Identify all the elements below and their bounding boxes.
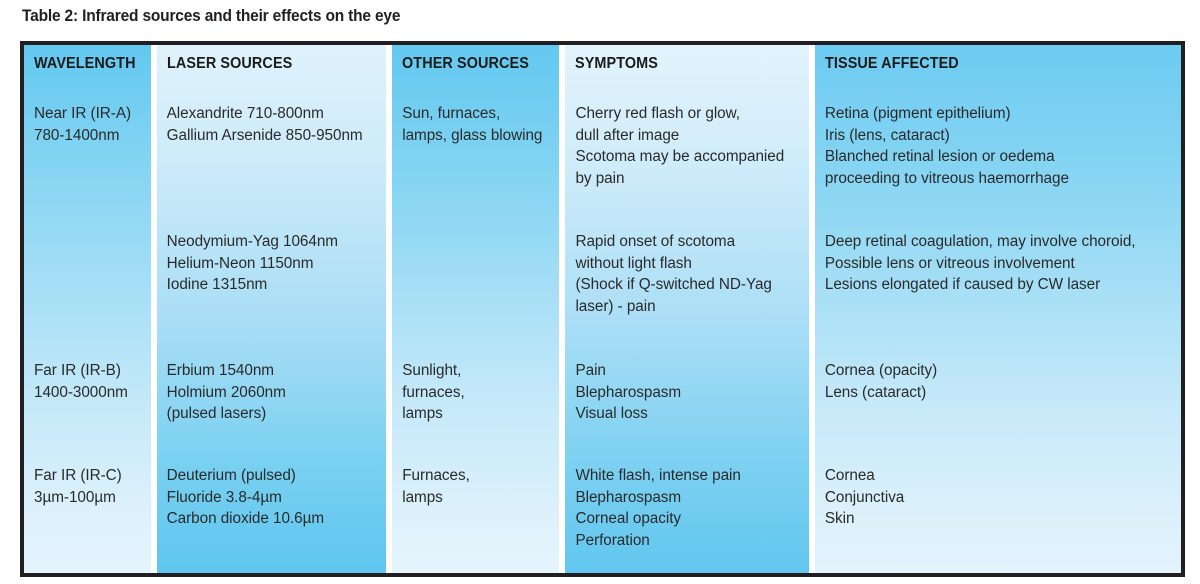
column-other-sources-inner: OTHER SOURCES	[392, 45, 559, 573]
cell-line: Sunlight,	[402, 362, 462, 379]
cell-line: Helium-Neon 1150nm	[166, 254, 314, 272]
column-symptoms: SYMPTOMS Cherry red flash or glow, dull …	[565, 45, 809, 573]
cell-line: Deuterium (pulsed)	[166, 467, 296, 484]
cell-line: Iris (lens, cataract)	[824, 126, 950, 144]
cell-other-row3: Sunlight, furnaces, lamps	[402, 360, 555, 425]
cell-line: (Shock if Q-switched ND-Yag	[575, 276, 772, 293]
cell-symptoms-row2: Rapid onset of scotoma without light fla…	[575, 231, 804, 317]
cell-other-row1: Sun, furnaces, lamps, glass blowing	[402, 103, 555, 146]
cell-line: Lesions elongated if caused by CW laser	[824, 276, 1101, 293]
column-other-sources: OTHER SOURCES Sun, furnaces, lamps, glas…	[392, 45, 560, 573]
cell-line: Far IR (IR-B)	[34, 362, 121, 379]
cell-line: Near IR (IR-A)	[34, 105, 132, 122]
column-wavelength-inner: WAVELENGTH	[24, 45, 151, 573]
column-symptoms-inner: SYMPTOMS	[565, 45, 808, 573]
cell-line: Conjunctiva	[824, 488, 905, 506]
cell-line: Deep retinal coagulation, may involve ch…	[824, 233, 1136, 250]
cell-line: Pain	[575, 362, 606, 379]
cell-line: Possible lens or vitreous involvement	[824, 254, 1075, 272]
cell-line: laser) - pain	[575, 297, 656, 315]
cell-line: 3µm-100µm	[34, 488, 116, 506]
cell-line: Gallium Arsenide 850-950nm	[166, 126, 363, 144]
cell-line: Lens (cataract)	[824, 383, 927, 401]
cell-other-row4: Furnaces, lamps	[402, 465, 555, 508]
cell-line: without light flash	[575, 254, 692, 272]
cell-line: by pain	[575, 169, 625, 187]
cell-tissue-row4: Cornea Conjunctiva Skin	[825, 465, 1177, 530]
cell-line: Corneal opacity	[575, 510, 681, 527]
cell-tissue-row1: Retina (pigment epithelium) Iris (lens, …	[825, 103, 1177, 189]
cell-line: Alexandrite 710-800nm	[166, 105, 324, 122]
cell-tissue-row3: Cornea (opacity) Lens (cataract)	[825, 360, 1177, 403]
column-header-symptoms: SYMPTOMS	[575, 55, 659, 72]
cell-line: Cherry red flash or glow,	[575, 105, 740, 122]
cell-line: Sun, furnaces,	[402, 105, 501, 122]
column-header-tissue-affected: TISSUE AFFECTED	[824, 55, 959, 72]
column-header-wavelength: WAVELENGTH	[34, 55, 136, 72]
cell-line: Blanched retinal lesion or oedema	[824, 148, 1055, 165]
cell-laser-row3: Erbium 1540nm Holmium 2060nm (pulsed las…	[167, 360, 383, 425]
cell-laser-row4: Deuterium (pulsed) Fluoride 3.8-4µm Carb…	[167, 465, 383, 530]
cell-line: Erbium 1540nm	[166, 362, 274, 379]
cell-wavelength-row1: Near IR (IR-A) 780-1400nm	[34, 103, 147, 146]
cell-symptoms-row4: White flash, intense pain Blepharospasm …	[575, 465, 804, 551]
cell-line: lamps	[402, 488, 443, 506]
column-tissue-affected-inner: TISSUE AFFECTED	[815, 45, 1181, 573]
cell-line: Iodine 1315nm	[166, 276, 268, 293]
cell-line: Skin	[824, 510, 855, 527]
column-wavelength: WAVELENGTH Near IR (IR-A) 780-1400nm Far…	[24, 45, 151, 573]
cell-wavelength-row4: Far IR (IR-C) 3µm-100µm	[34, 465, 147, 508]
cell-line: lamps	[402, 405, 443, 422]
cell-line: Visual loss	[575, 405, 648, 422]
cell-wavelength-row3: Far IR (IR-B) 1400-3000nm	[34, 360, 147, 403]
cell-line: Rapid onset of scotoma	[575, 233, 736, 250]
cell-line: proceeding to vitreous haemorrhage	[824, 169, 1069, 187]
cell-line: White flash, intense pain	[575, 467, 741, 484]
cell-line: Perforation	[575, 531, 650, 549]
cell-line: Blepharospasm	[575, 383, 682, 401]
cell-line: Blepharospasm	[575, 488, 682, 506]
table-columns: WAVELENGTH Near IR (IR-A) 780-1400nm Far…	[24, 45, 1181, 573]
cell-line: 1400-3000nm	[34, 383, 128, 401]
cell-line: Furnaces,	[402, 467, 470, 484]
cell-tissue-row2: Deep retinal coagulation, may involve ch…	[825, 231, 1177, 296]
cell-line: Holmium 2060nm	[166, 383, 286, 401]
cell-laser-row1: Alexandrite 710-800nm Gallium Arsenide 8…	[167, 103, 383, 146]
cell-line: lamps, glass blowing	[402, 126, 543, 144]
cell-line: Neodymium-Yag 1064nm	[166, 233, 338, 250]
column-header-laser-sources: LASER SOURCES	[166, 55, 293, 72]
infrared-sources-table: WAVELENGTH Near IR (IR-A) 780-1400nm Far…	[20, 41, 1185, 577]
column-header-other-sources: OTHER SOURCES	[402, 55, 530, 72]
column-laser-sources-inner: LASER SOURCES	[157, 45, 387, 573]
cell-symptoms-row1: Cherry red flash or glow, dull after ima…	[575, 103, 804, 189]
cell-line: (pulsed lasers)	[166, 405, 267, 422]
column-tissue-affected: TISSUE AFFECTED Retina (pigment epitheli…	[814, 45, 1181, 573]
cell-line: Fluoride 3.8-4µm	[166, 488, 282, 506]
cell-line: Carbon dioxide 10.6µm	[166, 510, 325, 527]
cell-line: Far IR (IR-C)	[34, 467, 122, 484]
cell-line: Scotoma may be accompanied	[575, 148, 785, 165]
cell-line: dull after image	[575, 126, 680, 144]
cell-line: Retina (pigment epithelium)	[824, 105, 1011, 122]
cell-line: 780-1400nm	[34, 126, 120, 144]
cell-line: Cornea (opacity)	[824, 362, 938, 379]
table-caption: Table 2: Infrared sources and their effe…	[22, 7, 401, 25]
cell-laser-row2: Neodymium-Yag 1064nm Helium-Neon 1150nm …	[167, 231, 383, 296]
cell-line: Cornea	[824, 467, 875, 484]
cell-line: furnaces,	[402, 383, 465, 401]
cell-symptoms-row3: Pain Blepharospasm Visual loss	[575, 360, 804, 425]
column-laser-sources: LASER SOURCES Alexandrite 710-800nm Gall…	[156, 45, 387, 573]
